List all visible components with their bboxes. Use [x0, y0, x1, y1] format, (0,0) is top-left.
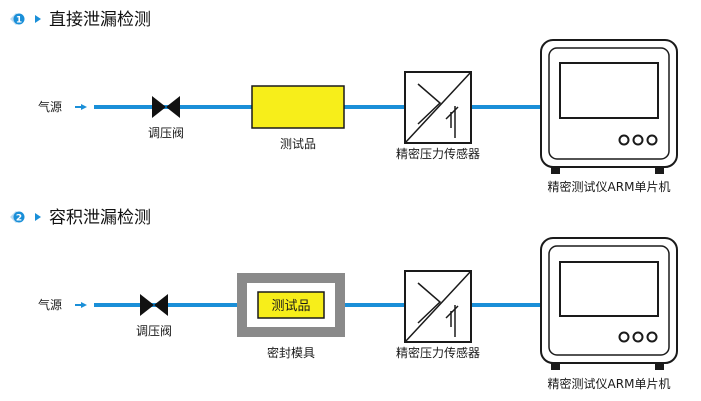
test-product-box [257, 291, 325, 319]
valve-icon [140, 294, 168, 316]
arrow-right-icon [35, 15, 41, 23]
test-product-label: 测试品 [280, 136, 316, 151]
device-label: 精密测试仪ARM单片机 [548, 376, 671, 391]
tester-device-icon [540, 39, 678, 174]
badge-number: 1 [16, 15, 22, 25]
section-heading: 2 容积泄漏检测 [10, 208, 151, 228]
test-product-label: 测试品 [271, 299, 310, 314]
pressure-sensor-icon [404, 270, 472, 343]
section-title: 直接泄漏检测 [49, 10, 151, 30]
section-title: 容积泄漏检测 [49, 208, 151, 228]
test-product-box [251, 85, 345, 129]
pressure-sensor-icon [404, 71, 472, 144]
valve-label: 调压阀 [148, 126, 184, 140]
section-volume-leak: 2 容积泄漏检测 气源 调压阀 测试品 密封模具 [10, 208, 678, 391]
badge-number: 2 [16, 213, 22, 223]
valve-label: 调压阀 [136, 324, 172, 338]
arrow-right-icon [35, 213, 41, 221]
device-label: 精密测试仪ARM单片机 [548, 179, 671, 194]
sensor-label: 精密压力传感器 [396, 345, 480, 360]
valve-icon [152, 96, 180, 118]
arrow-right-icon [75, 302, 87, 308]
badge-icon: 2 [10, 211, 25, 223]
source-label: 气源 [38, 297, 62, 312]
section-direct-leak: 1 直接泄漏检测 气源 调压阀 测试品 [10, 10, 678, 194]
tester-device-icon [540, 237, 678, 370]
badge-icon: 1 [10, 13, 25, 25]
source-label: 气源 [38, 99, 62, 114]
arrow-right-icon [75, 104, 87, 110]
sensor-label: 精密压力传感器 [396, 146, 480, 161]
mold-label: 密封模具 [267, 345, 315, 360]
section-heading: 1 直接泄漏检测 [10, 10, 151, 30]
sealing-mold: 测试品 [237, 273, 345, 337]
